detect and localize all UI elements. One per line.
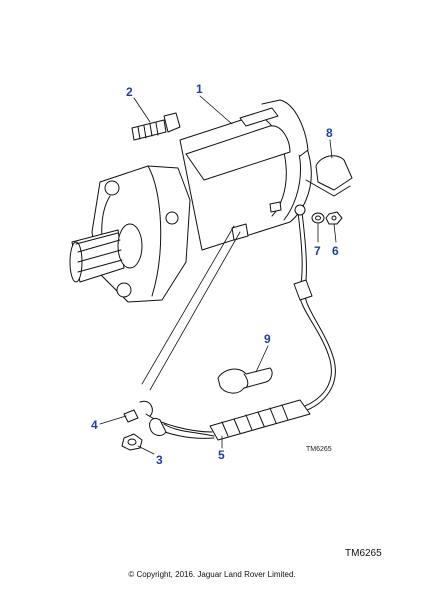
callout-5: 5 <box>218 448 225 462</box>
callout-8: 8 <box>326 126 333 140</box>
copyright-notice: © Copyright, 2016. Jaguar Land Rover Lim… <box>128 570 296 579</box>
starter-motor <box>69 99 312 303</box>
callout-3: 3 <box>156 453 163 467</box>
guide-lines <box>141 225 241 391</box>
callout-1: 1 <box>196 82 203 96</box>
callout-7: 7 <box>314 244 321 258</box>
callout-6: 6 <box>332 244 339 258</box>
callout-4: 4 <box>91 418 98 432</box>
diagram-reference-large: TM6265 <box>345 548 382 559</box>
washer <box>311 212 325 224</box>
small-terminal-nut <box>123 409 139 423</box>
callout-9: 9 <box>264 332 271 346</box>
cable-clip <box>217 367 273 394</box>
leader-lines <box>99 95 337 455</box>
battery-cable <box>139 204 336 441</box>
nut <box>325 211 343 225</box>
terminal-cover <box>305 155 353 197</box>
callout-2: 2 <box>126 85 133 99</box>
diagram-reference-small: TM6265 <box>306 446 332 453</box>
terminal-nut <box>121 433 143 451</box>
mounting-bolt <box>131 112 181 141</box>
